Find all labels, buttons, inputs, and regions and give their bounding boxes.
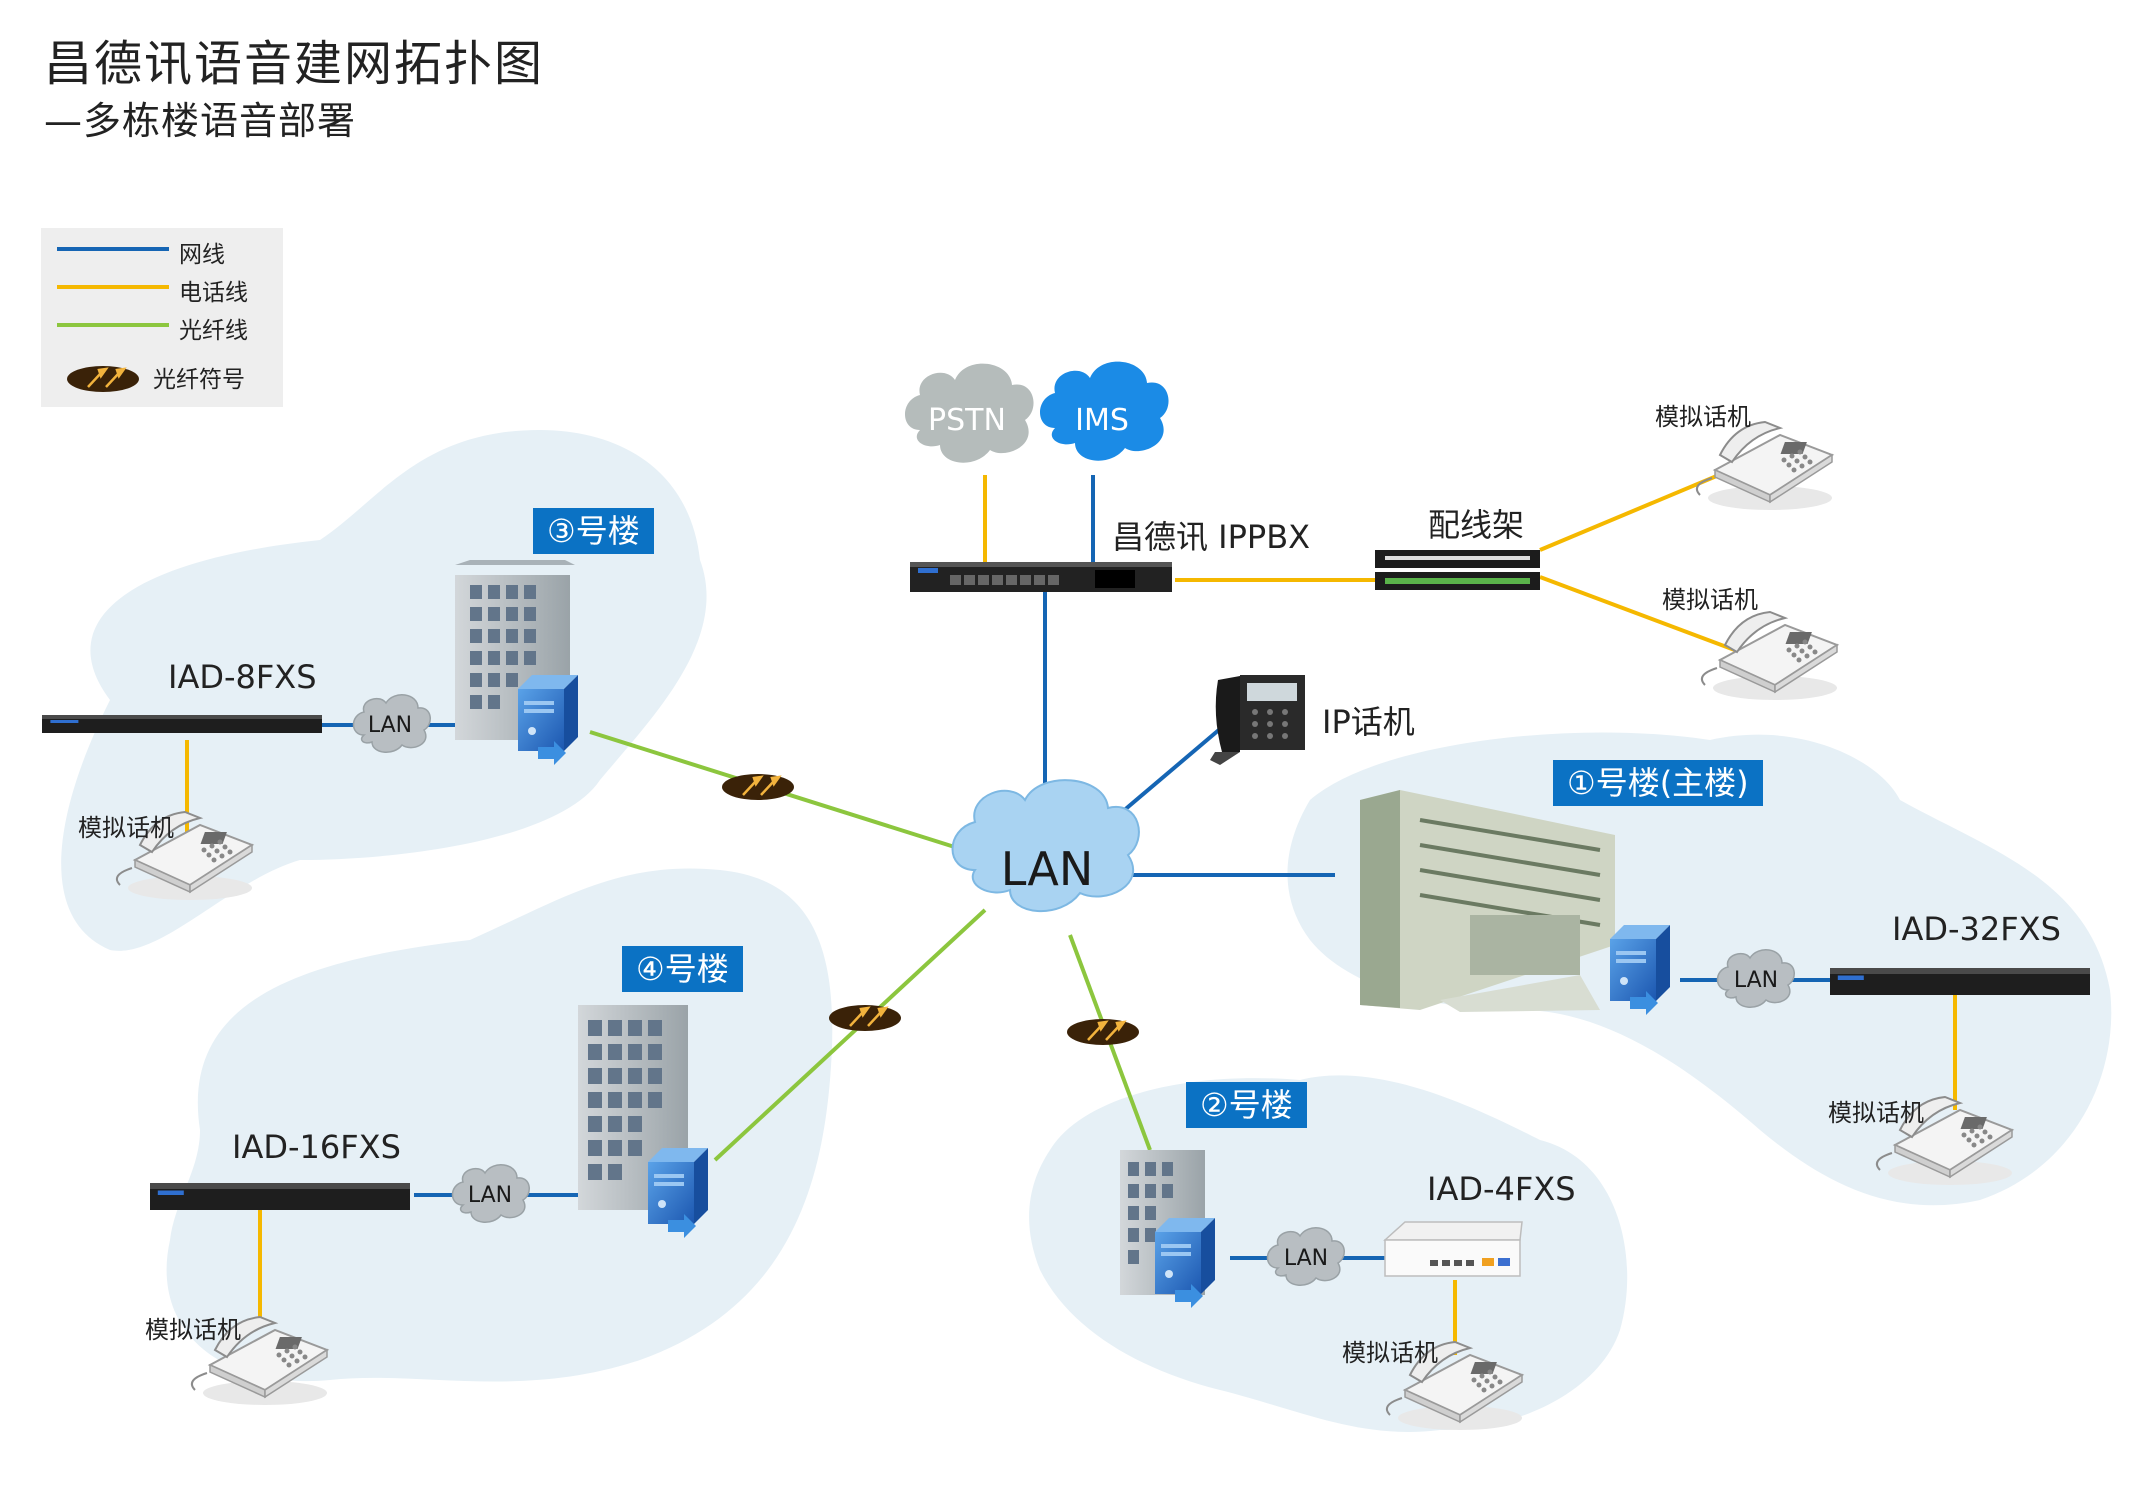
network-connections (322, 475, 1830, 1260)
iad-32fxs-device (1830, 968, 2090, 995)
building-3-badge: ③号楼 (533, 508, 654, 554)
lan-cloud-small (352, 694, 1795, 1286)
phone-label-b3: 模拟话机 (78, 814, 174, 842)
pstn-label: PSTN (928, 403, 1006, 438)
phone-label-b4: 模拟话机 (145, 1316, 241, 1344)
legend-phone-label: 电话线 (179, 280, 248, 306)
legend-network-line (57, 247, 169, 251)
iad-32fxs-label: IAD-32FXS (1892, 910, 2061, 948)
legend-fiber-symbol: 光纤符号 (41, 358, 283, 394)
legend-network: 网线 (41, 233, 283, 268)
phone-label-b2: 模拟话机 (1342, 1339, 1438, 1367)
lan-b2-label: LAN (1284, 1246, 1328, 1271)
building-4-badge: ④号楼 (622, 946, 743, 992)
lan-b1-label: LAN (1734, 968, 1778, 993)
patch-panel-label: 配线架 (1428, 506, 1525, 544)
region-building-4 (166, 868, 833, 1382)
iad-16fxs-device (150, 1183, 410, 1210)
ims-label: IMS (1075, 403, 1129, 438)
iad-16fxs-label: IAD-16FXS (232, 1128, 401, 1166)
lan-core-label: LAN (1001, 842, 1094, 896)
phone-label-top1: 模拟话机 (1655, 403, 1751, 431)
page-subtitle: —多栋楼语音部署 (44, 99, 357, 143)
ims-cloud (1040, 361, 1169, 461)
page-title: 昌德讯语音建网拓扑图 (44, 36, 545, 92)
iad-4fxs-label: IAD-4FXS (1427, 1170, 1576, 1208)
fiber-symbol-icon (65, 364, 141, 394)
iad-4fxs-device (1383, 1221, 1523, 1277)
ip-phone-label: IP话机 (1322, 703, 1415, 741)
ippbx-label: 昌德讯 IPPBX (1112, 518, 1311, 556)
ip-phone-device (1210, 675, 1305, 765)
legend-phone-line (57, 285, 169, 289)
iad-8fxs-label: IAD-8FXS (168, 658, 317, 696)
legend: 网线 电话线 光纤线 光纤符号 (41, 228, 283, 407)
ippbx-device (910, 562, 1172, 592)
lan-cloud-core (951, 779, 1140, 913)
lan-b3-label: LAN (368, 713, 412, 738)
legend-fiber-symbol-label: 光纤符号 (153, 367, 245, 393)
analog-phone-top2 (1700, 611, 1838, 701)
lan-b4-label: LAN (468, 1183, 512, 1208)
pstn-cloud (905, 363, 1034, 463)
patch-panel (1375, 550, 1540, 590)
legend-network-label: 网线 (179, 242, 225, 268)
phone-label-b1: 模拟话机 (1828, 1099, 1924, 1127)
legend-fiber-label: 光纤线 (179, 318, 248, 344)
building-1-badge: ①号楼(主楼) (1553, 760, 1763, 806)
phone-label-top2: 模拟话机 (1662, 586, 1758, 614)
legend-fiber-line (57, 323, 169, 327)
building-2-badge: ②号楼 (1186, 1082, 1307, 1128)
analog-phone-top1 (1695, 421, 1833, 511)
iad-8fxs-device (42, 715, 322, 733)
building-1-icon (1360, 790, 1615, 1012)
legend-phone: 电话线 (41, 271, 283, 306)
legend-fiber: 光纤线 (41, 309, 283, 344)
